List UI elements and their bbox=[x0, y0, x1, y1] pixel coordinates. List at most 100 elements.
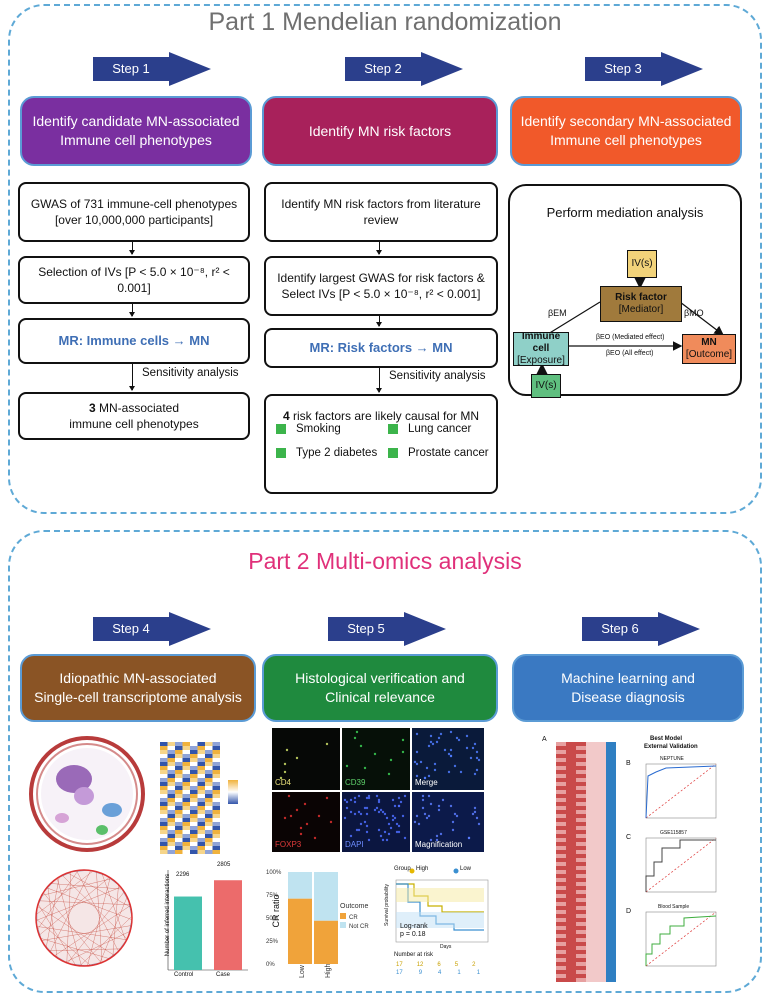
model-heatmap-cell bbox=[586, 802, 596, 806]
model-heatmap-cell bbox=[566, 890, 576, 894]
model-heatmap-cell bbox=[566, 922, 576, 926]
roc-panel-title-2: External Validation bbox=[644, 744, 698, 750]
heatmap-cell bbox=[212, 842, 220, 846]
model-heatmap-cell bbox=[586, 942, 596, 946]
model-heatmap-cell bbox=[576, 758, 586, 762]
model-heatmap-cell bbox=[586, 830, 596, 834]
cr-category-label: High bbox=[325, 963, 332, 978]
roc-title-neptune: NEPTUNE bbox=[660, 756, 684, 762]
model-heatmap-cell bbox=[556, 754, 566, 758]
model-heatmap-cell bbox=[556, 794, 566, 798]
cr-legend-notcr: Not CR bbox=[349, 924, 369, 930]
step2-result-num: 4 bbox=[282, 409, 290, 423]
model-heatmap-cell bbox=[566, 934, 576, 938]
model-heatmap-cell bbox=[556, 818, 566, 822]
heatmap-cell bbox=[190, 758, 198, 762]
heatmap-cell bbox=[182, 810, 190, 814]
model-heatmap-cell bbox=[586, 946, 596, 950]
heatmap-cell bbox=[160, 846, 168, 850]
model-heatmap-cell bbox=[606, 922, 616, 926]
model-heatmap-cell bbox=[596, 922, 606, 926]
model-heatmap-cell bbox=[566, 818, 576, 822]
model-heatmap-cell bbox=[606, 758, 616, 762]
risk-factor-label: Risk factor bbox=[615, 292, 667, 303]
model-heatmap-cell bbox=[576, 834, 586, 838]
model-heatmap-cell bbox=[586, 758, 596, 762]
model-heatmap-cell bbox=[596, 938, 606, 942]
heatmap-cell bbox=[160, 826, 168, 830]
heatmap-cell bbox=[212, 810, 220, 814]
model-heatmap-cell bbox=[596, 790, 606, 794]
heatmap-cell bbox=[197, 798, 205, 802]
model-heatmap-cell bbox=[566, 798, 576, 802]
model-heatmap-cell bbox=[576, 858, 586, 862]
model-heatmap-cell bbox=[586, 874, 596, 878]
model-heatmap-cell bbox=[596, 882, 606, 886]
model-heatmap-cell bbox=[586, 974, 596, 978]
step3-header-line1: Identify secondary MN-associated bbox=[520, 113, 732, 130]
model-heatmap-cell bbox=[586, 882, 596, 886]
step2-connector-1 bbox=[376, 240, 382, 255]
model-heatmap-cell bbox=[566, 914, 576, 918]
model-heatmap-cell bbox=[586, 770, 596, 774]
heatmap-cell bbox=[190, 846, 198, 850]
model-heatmap-cell bbox=[576, 954, 586, 958]
model-heatmap-cell bbox=[576, 958, 586, 962]
model-heatmap-cell bbox=[606, 842, 616, 846]
heatmap-cell bbox=[175, 754, 183, 758]
model-heatmap-cell bbox=[576, 866, 586, 870]
model-heatmap-cell bbox=[596, 850, 606, 854]
model-heatmap-cell bbox=[566, 938, 576, 942]
model-heatmap-cell bbox=[566, 978, 576, 982]
model-heatmap-cell bbox=[606, 910, 616, 914]
model-heatmap-cell bbox=[556, 850, 566, 854]
model-heatmap-cell bbox=[576, 746, 586, 750]
model-heatmap-cell bbox=[596, 758, 606, 762]
model-heatmap-cell bbox=[576, 822, 586, 826]
model-heatmap-cell bbox=[596, 770, 606, 774]
model-heatmap-cell bbox=[576, 742, 586, 746]
model-heatmap-cell bbox=[586, 842, 596, 846]
tile-merge-label: Merge bbox=[415, 778, 438, 787]
model-heatmap-cell bbox=[576, 926, 586, 930]
heatmap-cell bbox=[182, 774, 190, 778]
heatmap-cell bbox=[190, 802, 198, 806]
heatmap-cell bbox=[160, 790, 168, 794]
heatmap-cell bbox=[160, 774, 168, 778]
heatmap-cell bbox=[197, 822, 205, 826]
model-heatmap-cell bbox=[566, 970, 576, 974]
step2-mr-box: MR: Risk factors → MN bbox=[264, 328, 498, 368]
model-heatmap-cell bbox=[556, 962, 566, 966]
model-heatmap-cell bbox=[606, 862, 616, 866]
km-high-label: High bbox=[416, 866, 429, 872]
heatmap-cell bbox=[197, 746, 205, 750]
iv-box-top: IV(s) bbox=[627, 250, 657, 278]
model-heatmap-cell bbox=[566, 966, 576, 970]
step6-arrow: Step 6 bbox=[582, 612, 702, 646]
model-heatmap-cell bbox=[556, 742, 566, 746]
model-heatmap-cell bbox=[606, 946, 616, 950]
model-heatmap-cell bbox=[576, 918, 586, 922]
heatmap-cell bbox=[182, 822, 190, 826]
model-heatmap-cell bbox=[576, 862, 586, 866]
model-heatmap-cell bbox=[596, 858, 606, 862]
tile-merge: Merge bbox=[412, 728, 484, 790]
heatmap-cell bbox=[190, 742, 198, 746]
model-heatmap-cell bbox=[596, 930, 606, 934]
tile-magnification-label: Magnification bbox=[415, 840, 463, 849]
cr-legend-swatch-notcr bbox=[340, 922, 346, 928]
model-heatmap-cell bbox=[596, 854, 606, 858]
heatmap-cell bbox=[160, 750, 168, 754]
step2-result-text: risk factors are likely causal for MN bbox=[292, 409, 480, 423]
model-heatmap-cell bbox=[556, 902, 566, 906]
factor-lung-cancer-label: Lung cancer bbox=[408, 423, 472, 435]
model-heatmap-cell bbox=[596, 958, 606, 962]
km-risk-high-2: 6 bbox=[437, 962, 441, 968]
model-heatmap-cell bbox=[586, 814, 596, 818]
model-heatmap-cell bbox=[576, 890, 586, 894]
model-heatmap-cell bbox=[556, 918, 566, 922]
heatmap-cell bbox=[190, 810, 198, 814]
model-heatmap-cell bbox=[606, 770, 616, 774]
model-heatmap-cell bbox=[556, 966, 566, 970]
